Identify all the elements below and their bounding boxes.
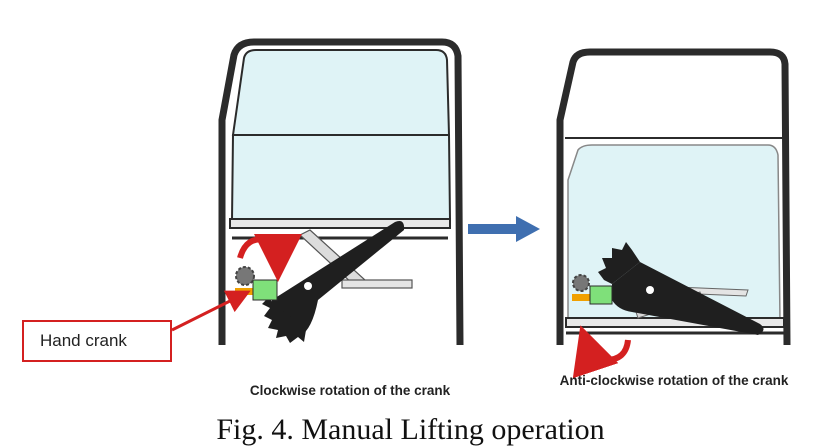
figure-title: Fig. 4. Manual Lifting operation — [216, 413, 605, 446]
callout-pointer — [171, 290, 251, 332]
right-sector-gear-lever — [598, 242, 764, 335]
caption-anticlockwise: Anti-clockwise rotation of the crank — [559, 373, 789, 388]
left-glass-lower — [230, 134, 452, 221]
right-arrow-icon — [468, 216, 540, 242]
left-door — [218, 38, 464, 346]
left-sector-gear-lever — [262, 221, 405, 343]
left-pinion-gear — [235, 266, 255, 286]
left-glass-upper — [231, 49, 451, 136]
hand-crank-label: Hand crank — [22, 320, 172, 362]
left-crank-pin — [235, 288, 255, 295]
left-guide-rail — [341, 279, 413, 289]
right-door — [556, 48, 791, 379]
right-pinion-gear — [572, 274, 590, 292]
anticlockwise-arrow-icon — [572, 325, 631, 379]
right-door-frame — [556, 48, 791, 346]
right-crank-pin — [572, 294, 592, 301]
right-crank-block — [589, 285, 613, 305]
left-window-rail — [229, 218, 451, 229]
left-crank-block — [252, 279, 278, 301]
clockwise-arrow-icon — [237, 233, 302, 282]
caption-clockwise: Clockwise rotation of the crank — [249, 383, 451, 398]
left-door-frame — [218, 38, 464, 346]
